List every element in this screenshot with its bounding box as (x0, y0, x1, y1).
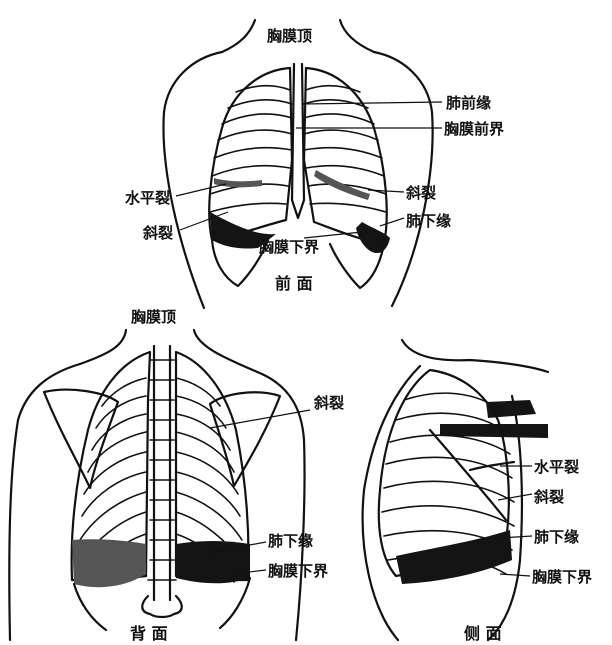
back-label-pleura-top: 胸膜顶 (131, 308, 176, 326)
front-label-lung-lower-border: 肺下缘 (406, 212, 451, 230)
side-leader-oblique (498, 494, 532, 500)
front-view: 胸膜顶 肺前缘 胸膜前界 水平裂 斜裂 斜裂 肺下缘 胸膜下界 前 面 (125, 20, 504, 308)
front-right-fissure-shade (214, 178, 262, 187)
back-label-pleura-lower-boundary: 胸膜下界 (268, 562, 328, 580)
side-body-front-outline (402, 340, 548, 372)
front-leader-lung-anterior (302, 102, 442, 104)
side-lower-shade (396, 530, 512, 584)
back-label-oblique-fissure: 斜裂 (313, 394, 344, 412)
front-neck-right-outline (340, 20, 374, 52)
side-arm-shade (486, 400, 536, 418)
back-lower-left-outline (74, 584, 106, 630)
back-neck-left-outline (80, 330, 126, 364)
front-label-lung-anterior-border: 肺前缘 (446, 94, 491, 112)
side-view: 水平裂 斜裂 肺下缘 胸膜下界 侧 面 (363, 340, 592, 643)
back-caption: 背 面 (130, 624, 168, 643)
back-left-lower-shade (72, 539, 146, 587)
back-shoulder-right-outline (262, 374, 305, 640)
front-shoulder-left-outline (163, 52, 222, 308)
side-label-pleura-lower-boundary: 胸膜下界 (532, 568, 592, 586)
front-label-oblique-fissure-left: 斜裂 (142, 224, 173, 242)
front-caption: 前 面 (275, 274, 313, 293)
back-leader-oblique (210, 410, 310, 428)
front-leader-lung-lower (380, 218, 404, 226)
side-body-back-outline (363, 366, 420, 640)
back-neck-right-outline (194, 330, 262, 374)
side-leader-pleura-lower (500, 574, 530, 576)
front-shoulder-right-outline (374, 52, 433, 306)
back-view: 胸膜顶 斜裂 肺下缘 胸膜下界 背 面 (9, 308, 344, 643)
back-left-scapula (44, 390, 118, 488)
front-sternum (292, 64, 304, 218)
back-shoulder-left-outline (9, 364, 80, 640)
front-label-pleura-lower-boundary: 胸膜下界 (259, 238, 319, 256)
front-leader-horizontal-fissure (176, 184, 226, 196)
side-caption: 侧 面 (464, 624, 502, 643)
front-left-lower-shade (356, 222, 390, 253)
front-label-horizontal-fissure: 水平裂 (125, 189, 170, 207)
back-lower-right-outline (220, 578, 250, 628)
front-label-pleura-top: 胸膜顶 (267, 27, 312, 45)
front-label-oblique-fissure-right: 斜裂 (405, 184, 436, 202)
side-label-oblique-fissure: 斜裂 (533, 488, 564, 506)
front-neck-left-outline (222, 20, 255, 52)
back-label-lung-lower-border: 肺下缘 (268, 532, 313, 550)
side-label-lung-lower-border: 肺下缘 (534, 528, 579, 546)
side-label-horizontal-fissure: 水平裂 (534, 458, 579, 476)
front-label-pleura-anterior-boundary: 胸膜前界 (444, 120, 504, 138)
